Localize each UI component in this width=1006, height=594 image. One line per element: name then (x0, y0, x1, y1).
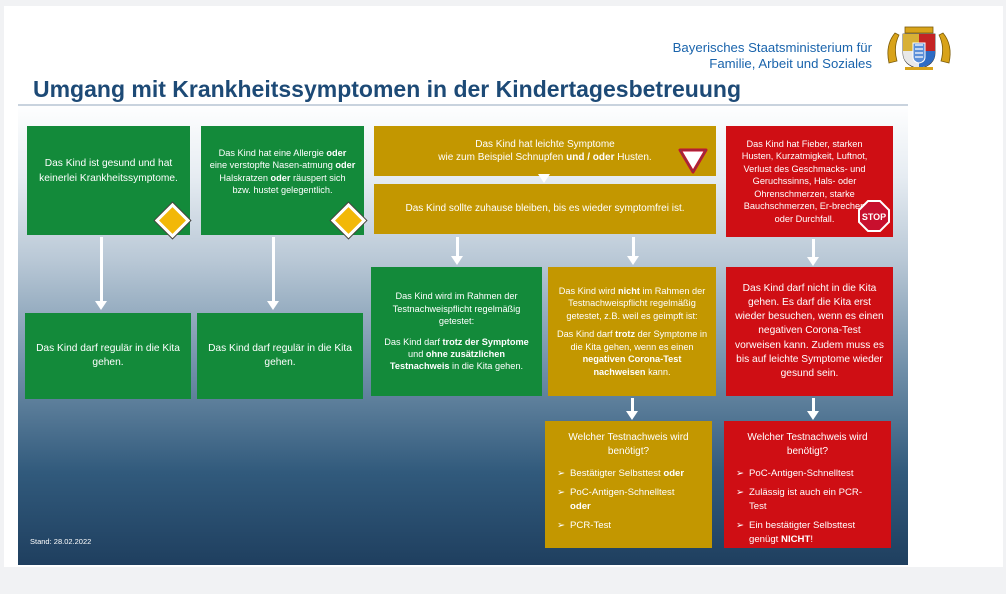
right-margin (953, 6, 1000, 567)
test-red-list: ➢PoC-Antigen-Schnelltest ➢Zulässig ist a… (736, 467, 879, 552)
bullet-arrow-icon: ➢ (736, 487, 745, 499)
bullet-arrow-icon: ➢ (557, 487, 566, 499)
list-item: ➢PoC-Antigen-Schnelltest (736, 468, 854, 479)
box-test-red: Welcher Testnachweis wird benötigt? ➢PoC… (724, 421, 891, 548)
list-item: ➢Zulässig ist auch ein PCR-Test (736, 487, 863, 512)
regular-1-text: Das Kind darf regulär in die Kita gehen. (36, 342, 180, 368)
ministry-name-line1: Bayerisches Staatsministerium für (672, 40, 872, 55)
arrow-down (627, 237, 639, 265)
test-gold-list: ➢Bestätigter Selbsttest oder ➢PoC-Antige… (557, 467, 684, 539)
bullet-arrow-icon: ➢ (557, 520, 566, 532)
arrow-down (626, 398, 638, 420)
coat-of-arms-icon (887, 26, 951, 70)
stop-sign-icon: STOP (858, 200, 890, 232)
arrow-down (807, 239, 819, 266)
tested-text-1: Das Kind wird im Rahmen der Testnachweis… (392, 291, 521, 327)
date-stamp: Stand: 28.02.2022 (30, 537, 92, 546)
not-tested-text-2: Das Kind darf trotz der Symptome in die … (556, 329, 708, 377)
bullet-arrow-icon: ➢ (736, 520, 745, 532)
tested-text-2: Das Kind darf trotz der Symptome und ohn… (384, 336, 529, 372)
list-item: ➢PCR-Test (557, 520, 612, 532)
title-divider (18, 104, 908, 106)
box-test-gold: Welcher Testnachweis wird benötigt? ➢Bes… (545, 421, 712, 548)
list-item: ➢Ein bestätigter Selbsttest genügt NICHT… (736, 520, 856, 545)
box-stay-home: Das Kind sollte zuhause bleiben, bis es … (374, 184, 716, 234)
box-not-tested: Das Kind wird nicht im Rahmen der Testna… (548, 267, 716, 396)
stay-home-text: Das Kind sollte zuhause bleiben, bis es … (405, 203, 685, 215)
arrow-down (95, 237, 107, 310)
allergy-text: Das Kind hat eine Allergie oder eine ver… (209, 147, 356, 195)
fever-text: Das Kind hat Fieber, starken Husten, Kur… (741, 139, 868, 224)
stop-sign-text: STOP (862, 212, 886, 222)
page-title: Umgang mit Krankheitssymptomen in der Ki… (33, 76, 742, 102)
test-red-question: Welcher Testnachweis wird benötigt? (747, 432, 868, 457)
not-tested-text-1: Das Kind wird nicht im Rahmen der Testna… (558, 286, 706, 321)
not-allowed-text: Das Kind darf nicht in die Kita gehen. E… (735, 282, 884, 380)
list-item: ➢Bestätigter Selbsttest oder (557, 468, 685, 479)
ministry-name-line2: Familie, Arbeit und Soziales (709, 56, 872, 71)
arrow-down (807, 398, 819, 420)
box-not-allowed: Das Kind darf nicht in die Kita gehen. E… (726, 267, 893, 396)
arrow-down (451, 237, 463, 265)
box-allergy: Das Kind hat eine Allergie oder eine ver… (201, 126, 364, 235)
bullet-arrow-icon: ➢ (736, 468, 745, 479)
box-regular-1: Das Kind darf regulär in die Kita gehen. (25, 313, 191, 399)
yield-sign-icon (678, 148, 708, 174)
box-regular-2: Das Kind darf regulär in die Kita gehen. (197, 313, 363, 399)
box-tested: Das Kind wird im Rahmen der Testnachweis… (371, 267, 542, 396)
test-gold-question: Welcher Testnachweis wird benötigt? (568, 432, 689, 457)
regular-2-text: Das Kind darf regulär in die Kita gehen. (208, 342, 352, 368)
bullet-arrow-icon: ➢ (557, 468, 566, 479)
healthy-text: Das Kind ist gesund und hat keinerlei Kr… (39, 158, 178, 184)
arrow-down (267, 237, 279, 310)
